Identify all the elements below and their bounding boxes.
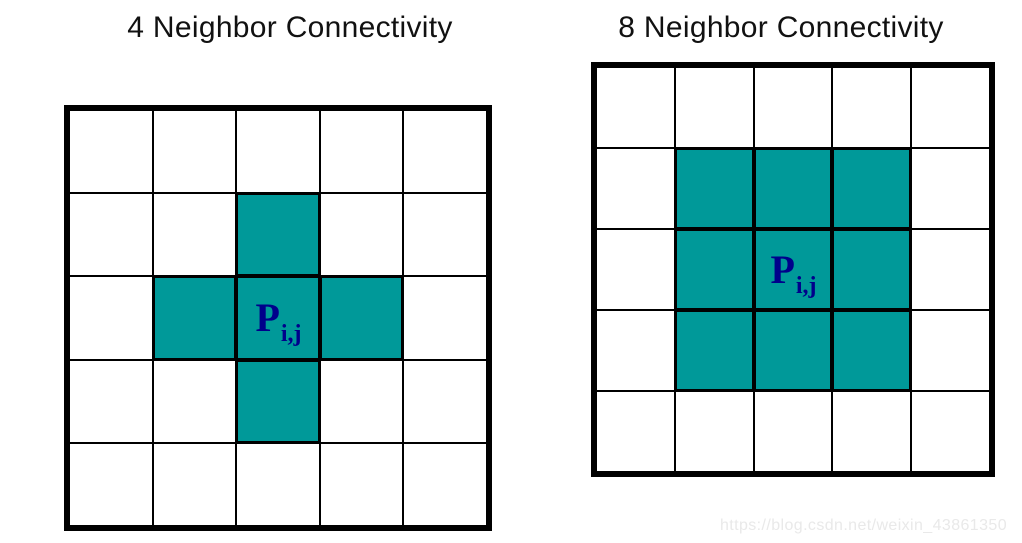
grid-cell	[911, 229, 990, 310]
eight-neighbor-title: 8 Neighbor Connectivity	[618, 11, 944, 44]
grid-cell	[403, 110, 487, 194]
grid-cell	[911, 310, 990, 391]
grid-cell	[69, 359, 153, 443]
grid-cell	[403, 442, 487, 526]
neighbor-cell	[753, 148, 833, 229]
grid-cell	[596, 229, 675, 310]
grid-cell	[319, 110, 404, 194]
grid-cell	[69, 193, 153, 277]
neighbor-cell	[674, 229, 754, 310]
grid-cell	[596, 391, 675, 472]
center-pixel-cell: Pi,j	[236, 276, 320, 360]
neighbor-cell	[832, 229, 912, 310]
neighbor-cell	[152, 276, 237, 360]
grid-cell	[674, 391, 754, 472]
eight-neighbor-grid: Pi,j	[591, 62, 995, 477]
grid-cell	[236, 442, 320, 526]
pixel-label: Pi,j	[770, 246, 817, 299]
grid-cell	[832, 67, 912, 148]
grid-cell	[753, 67, 833, 148]
grid-cell	[832, 391, 912, 472]
grid-cell	[152, 193, 237, 277]
neighbor-cell	[236, 359, 320, 443]
grid-cell	[753, 391, 833, 472]
grid-cell	[236, 110, 320, 194]
center-pixel-cell: Pi,j	[753, 229, 833, 310]
grid-cell	[596, 148, 675, 229]
grid-cell	[152, 442, 237, 526]
grid-cell	[69, 276, 153, 360]
grid-cell	[319, 193, 404, 277]
grid-cell	[403, 276, 487, 360]
grid-cell	[69, 442, 153, 526]
grid-cell	[152, 359, 237, 443]
watermark: https://blog.csdn.net/weixin_43861350	[720, 517, 1007, 534]
four-neighbor-grid: Pi,j	[64, 105, 492, 531]
grid-cell	[152, 110, 237, 194]
grid-cell	[674, 67, 754, 148]
grid-cell	[596, 67, 675, 148]
grid-cell	[403, 359, 487, 443]
grid-cell	[911, 391, 990, 472]
neighbor-cell	[674, 148, 754, 229]
grid-cell	[69, 110, 153, 194]
grid-cell	[319, 359, 404, 443]
grid-cell	[403, 193, 487, 277]
neighbor-cell	[753, 310, 833, 391]
pixel-label: Pi,j	[255, 294, 302, 348]
grid-cell	[319, 442, 404, 526]
four-neighbor-title: 4 Neighbor Connectivity	[127, 11, 453, 44]
neighbor-cell	[832, 310, 912, 391]
neighbor-cell	[832, 148, 912, 229]
neighbor-cell	[319, 276, 404, 360]
neighbor-cell	[236, 193, 320, 277]
grid-cell	[596, 310, 675, 391]
grid-cell	[911, 67, 990, 148]
grid-cell	[911, 148, 990, 229]
neighbor-cell	[674, 310, 754, 391]
